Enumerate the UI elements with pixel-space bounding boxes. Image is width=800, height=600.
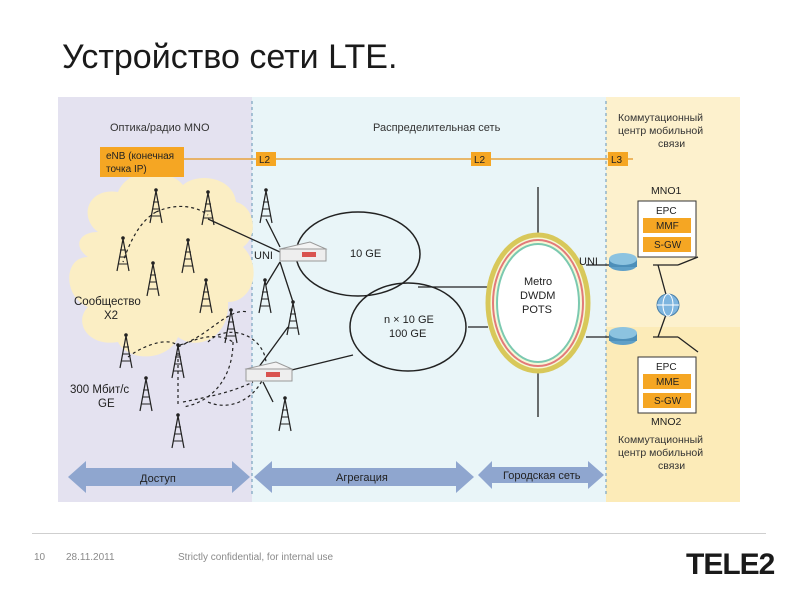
distribution-header: Распределительная сеть	[373, 122, 501, 134]
layer-tag-l2-b-label: L2	[474, 155, 486, 166]
ring-10ge-label: 10 GE	[350, 248, 381, 260]
ring-nx10ge-label-line1: n × 10 GE	[384, 314, 434, 326]
mno1-epc: EPC	[656, 206, 677, 217]
mno1-sgw-label: S-GW	[654, 240, 682, 251]
mno2-sgw-label: S-GW	[654, 396, 682, 407]
x2-dotted-links	[122, 205, 254, 408]
enb-label-line2: точка IP)	[106, 164, 147, 175]
router-icon	[244, 361, 294, 382]
metro-label-line3: POTS	[522, 304, 552, 316]
arrow-aggregation	[254, 461, 474, 493]
ring-nx10ge-label-line2: 100 GE	[389, 328, 426, 340]
router-icon	[278, 241, 328, 262]
lte-network-diagram: Оптика/радио MNO Распределительная сеть …	[58, 97, 740, 502]
arrow-access-label: Доступ	[140, 473, 176, 485]
arrow-city-network	[478, 461, 604, 489]
community-label-line1: Сообщество	[74, 296, 141, 308]
page-number: 10	[34, 552, 46, 563]
arrow-city-network-label: Городская сеть	[503, 470, 581, 482]
slide-title: Устройство сети LTE.	[62, 38, 398, 76]
mno2-sgw-box	[643, 393, 691, 408]
layer-tag-l2-a	[256, 152, 276, 166]
mno2-name: MNO2	[651, 416, 681, 428]
switching-center-bottom-line1: Коммутационный	[618, 434, 703, 446]
layer-tag-l3	[608, 152, 628, 166]
footer-date: 28.11.2011	[66, 552, 115, 563]
layer-tag-l2-a-label: L2	[259, 155, 271, 166]
switching-center-bottom-line2: центр мобильной	[618, 447, 703, 459]
switch-cylinder-icon	[609, 327, 637, 345]
footer-confidential: Strictly confidential, for internal use	[178, 552, 334, 563]
mno1-name: MNO1	[651, 185, 681, 197]
switch-cylinder-icon	[609, 253, 637, 271]
tele2-logo: TELE2	[686, 548, 775, 581]
metro-ring-middle	[492, 239, 584, 367]
ring-nx10ge	[349, 282, 467, 372]
switching-center-bottom-line3: связи	[658, 460, 685, 472]
globe-icon	[656, 293, 680, 317]
mno1-mmf-box	[643, 218, 691, 233]
metro-label-line2: DWDM	[520, 290, 555, 302]
community-label-line2: X2	[104, 310, 118, 322]
layer-tag-l3-label: L3	[611, 155, 623, 166]
speed-label-line1: 300 Мбит/с	[70, 384, 129, 396]
speed-label-line2: GE	[98, 398, 115, 410]
metro-label-line1: Metro	[524, 276, 552, 288]
uni-label-left: UNI	[254, 250, 273, 262]
enb-label-line1: eNB (конечная	[106, 151, 174, 162]
mno1-mmf-label: MMF	[656, 221, 679, 232]
access-dotted-ring	[207, 331, 267, 406]
switching-center-top-line1: Коммутационный	[618, 112, 703, 124]
switching-center-top-line3: связи	[658, 138, 685, 150]
layer-tag-l2-b	[471, 152, 491, 166]
mno2-epc: EPC	[656, 362, 677, 373]
uni-label-right: UNI	[579, 256, 598, 268]
mno2-mme-box	[643, 374, 691, 389]
footer-divider	[32, 533, 766, 534]
switching-center-top-line2: центр мобильной	[618, 125, 703, 137]
switching-zone-bottom-strip	[606, 327, 740, 502]
metro-ring-inner	[496, 243, 580, 363]
arrow-access	[68, 461, 250, 493]
mno2-mme-label: MME	[656, 377, 680, 388]
mno1-sgw-box	[643, 237, 691, 252]
arrow-aggregation-label: Агрегация	[336, 472, 388, 484]
access-header: Оптика/радио MNO	[110, 122, 210, 134]
enb-box	[100, 147, 184, 177]
